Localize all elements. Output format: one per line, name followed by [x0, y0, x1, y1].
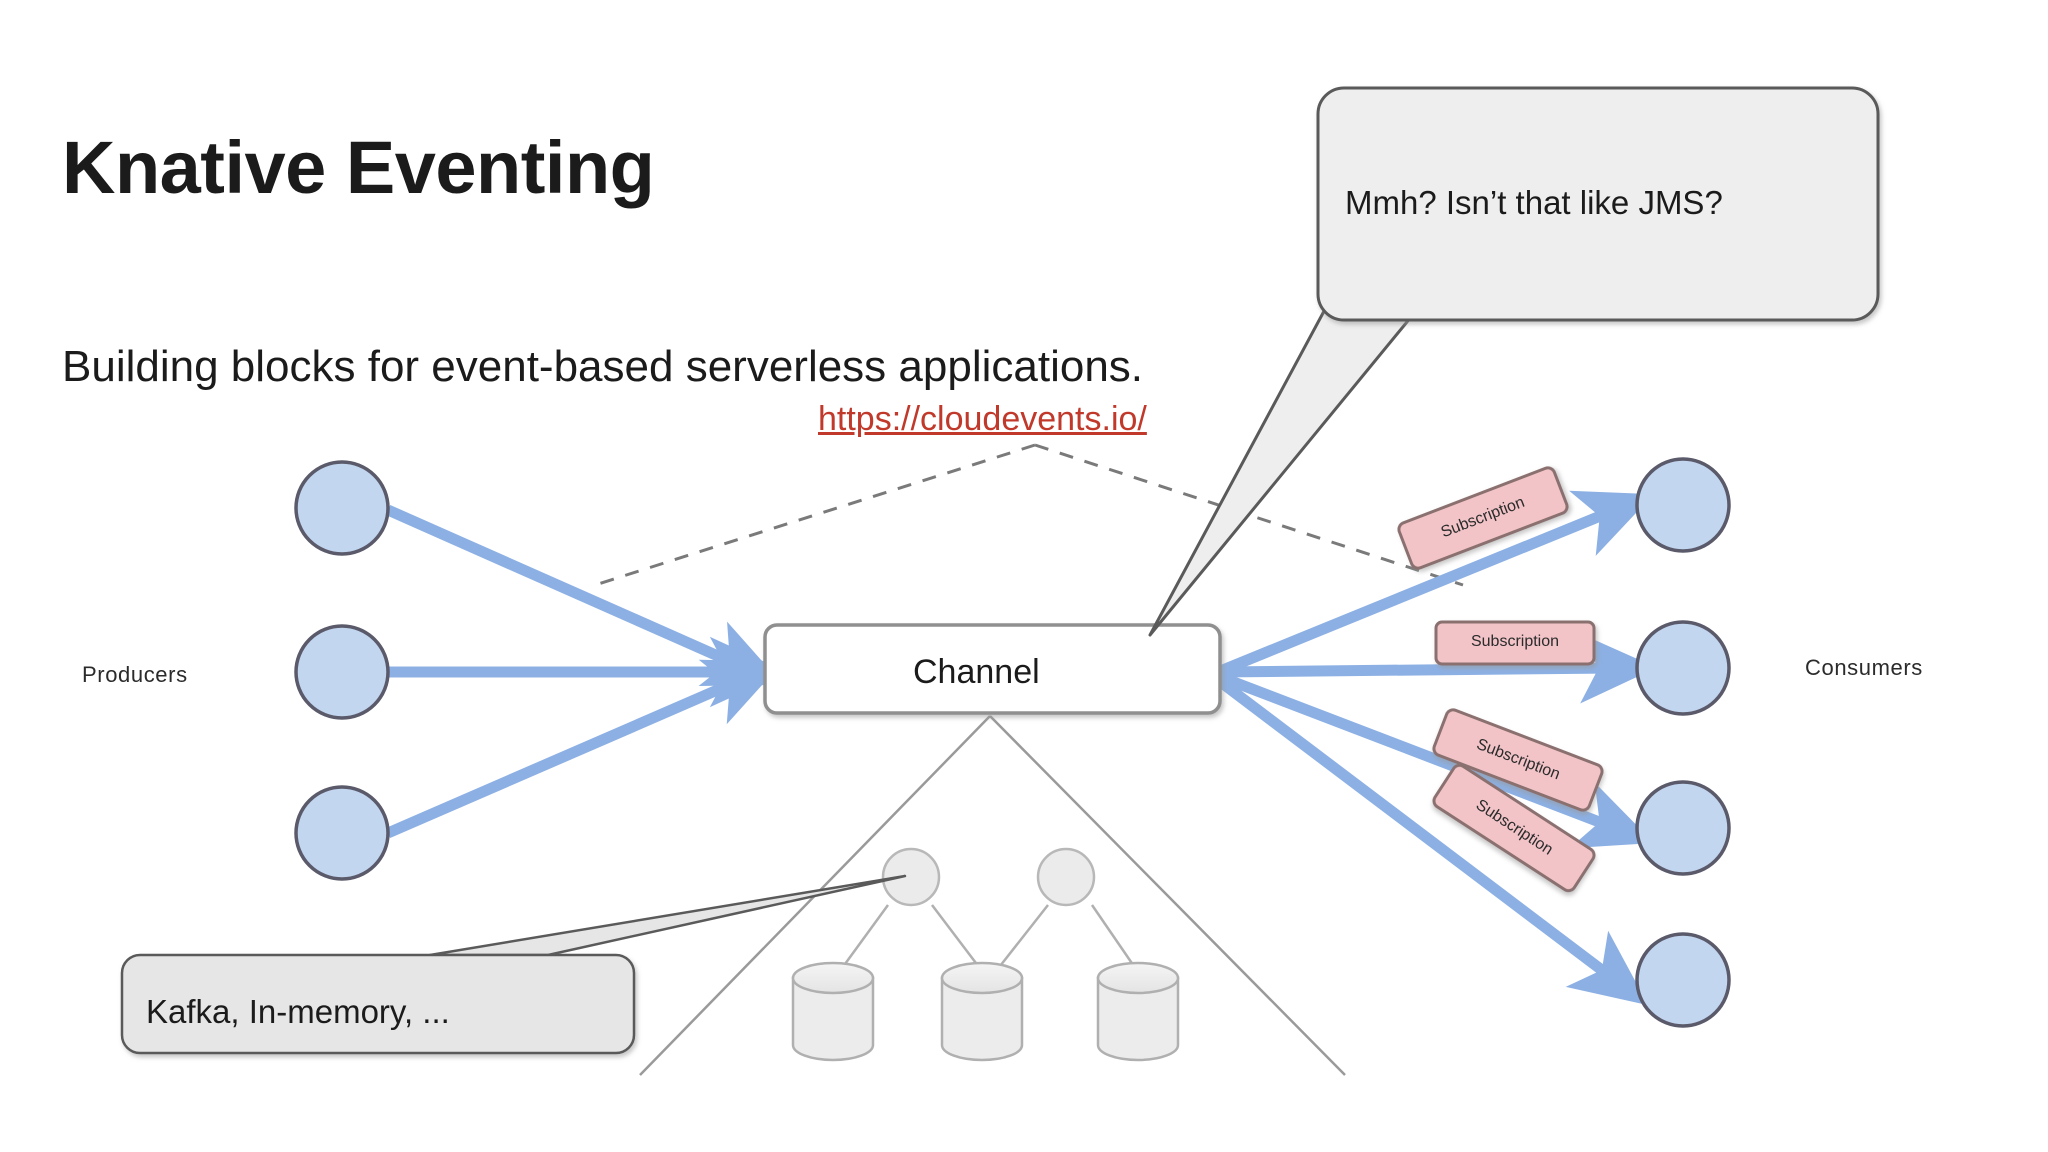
kafka-callout-text: Kafka, In-memory, ...: [146, 993, 450, 1030]
storage-cylinder[interactable]: [1096, 961, 1180, 1062]
consumer-node[interactable]: [1635, 932, 1731, 1028]
cloudevents-link[interactable]: https://cloudevents.io/: [818, 400, 1147, 438]
cluster-group: [791, 847, 1180, 1062]
subscription-badge[interactable]: [1432, 708, 1604, 812]
broker-node[interactable]: [1036, 847, 1096, 907]
consumer-arrows: [1214, 490, 1657, 1006]
producer-nodes: [294, 460, 390, 881]
storage-cylinder[interactable]: [940, 961, 1024, 1062]
consumer-node[interactable]: [1635, 620, 1731, 716]
consumers-label: Consumers: [1805, 655, 1923, 680]
kafka-callout-bubble[interactable]: [120, 874, 907, 1055]
subscription-badge[interactable]: [1397, 466, 1569, 570]
jms-callout-bubble[interactable]: [1148, 86, 1880, 637]
consumer-node[interactable]: [1635, 457, 1731, 553]
channel-label: Channel: [913, 653, 1040, 691]
page-title: Knative Eventing: [62, 126, 655, 209]
slide-subtitle: Building blocks for event-based serverle…: [62, 342, 1144, 391]
consumer-nodes: [1635, 457, 1731, 1028]
producer-arrows: [385, 504, 787, 839]
consumer-node[interactable]: [1635, 780, 1731, 876]
subscription-badge[interactable]: [1431, 763, 1596, 894]
producers-label: Producers: [82, 662, 188, 687]
producer-node[interactable]: [294, 460, 390, 556]
channel-box[interactable]: [763, 623, 1222, 715]
broker-node[interactable]: [881, 847, 941, 907]
subscription-badges: [1397, 466, 1604, 893]
producer-node[interactable]: [294, 785, 390, 881]
storage-cylinder[interactable]: [791, 961, 875, 1062]
subscription-badge[interactable]: [1434, 620, 1596, 666]
producer-node[interactable]: [294, 624, 390, 720]
cloudevents-dashed-connectors: [594, 443, 1464, 587]
jms-callout-text: Mmh? Isn’t that like JMS?: [1345, 184, 1723, 221]
